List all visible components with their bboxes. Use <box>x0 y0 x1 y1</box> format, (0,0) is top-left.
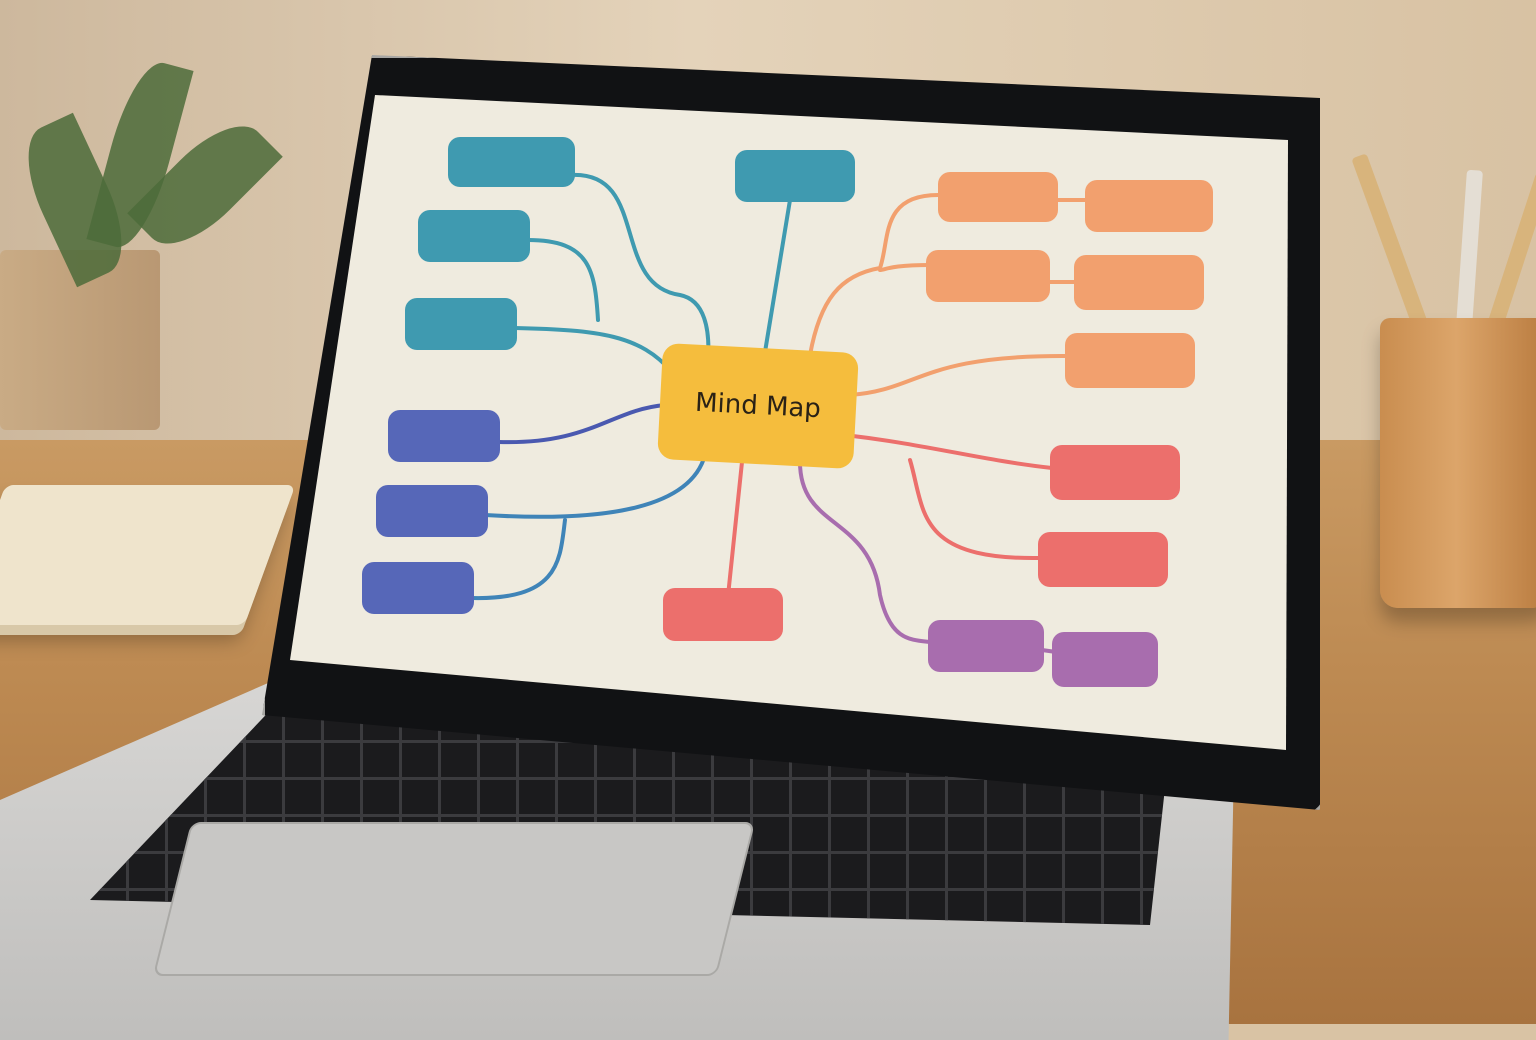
connector-blue <box>496 403 667 445</box>
mind-map-node-teal[interactable] <box>448 137 575 187</box>
connector-red <box>726 460 744 598</box>
mind-map-node-teal[interactable] <box>418 210 530 262</box>
mind-map-node-red[interactable] <box>1050 445 1180 500</box>
connector-teal <box>526 238 600 322</box>
connector-purple <box>798 460 932 644</box>
connector-blue <box>470 518 567 601</box>
connector-teal <box>513 326 674 374</box>
connector-orange <box>878 263 932 272</box>
connector-blue <box>483 453 707 519</box>
notebook <box>0 485 296 625</box>
connector-red <box>908 458 1042 561</box>
connector-red <box>843 433 1054 470</box>
mind-map-central-node[interactable]: Mind Map <box>657 342 859 470</box>
connector-orange <box>848 353 1070 397</box>
mind-map-node-orange[interactable] <box>926 250 1050 302</box>
connector-orange <box>808 193 940 357</box>
connector-teal <box>763 198 792 354</box>
mind-map-node-red[interactable] <box>1038 532 1168 587</box>
central-node-label: Mind Map <box>694 387 822 425</box>
mind-map-node-orange[interactable] <box>1074 255 1204 310</box>
connector-teal <box>568 172 711 362</box>
mind-map-node-blue[interactable] <box>388 410 500 462</box>
pencil-cup <box>1380 318 1536 608</box>
mind-map-node-orange[interactable] <box>1085 180 1213 232</box>
mind-map-node-orange[interactable] <box>1065 333 1195 388</box>
mind-map-node-purple[interactable] <box>1052 632 1158 687</box>
trackpad[interactable] <box>152 822 756 976</box>
mind-map-node-teal[interactable] <box>405 298 517 350</box>
mind-map-node-orange[interactable] <box>938 172 1058 222</box>
mind-map-node-red[interactable] <box>663 588 783 641</box>
mind-map-node-purple[interactable] <box>928 620 1044 672</box>
mind-map-node-blue[interactable] <box>376 485 488 537</box>
mind-map-node-teal[interactable] <box>735 150 855 202</box>
mind-map-node-blue[interactable] <box>362 562 474 614</box>
